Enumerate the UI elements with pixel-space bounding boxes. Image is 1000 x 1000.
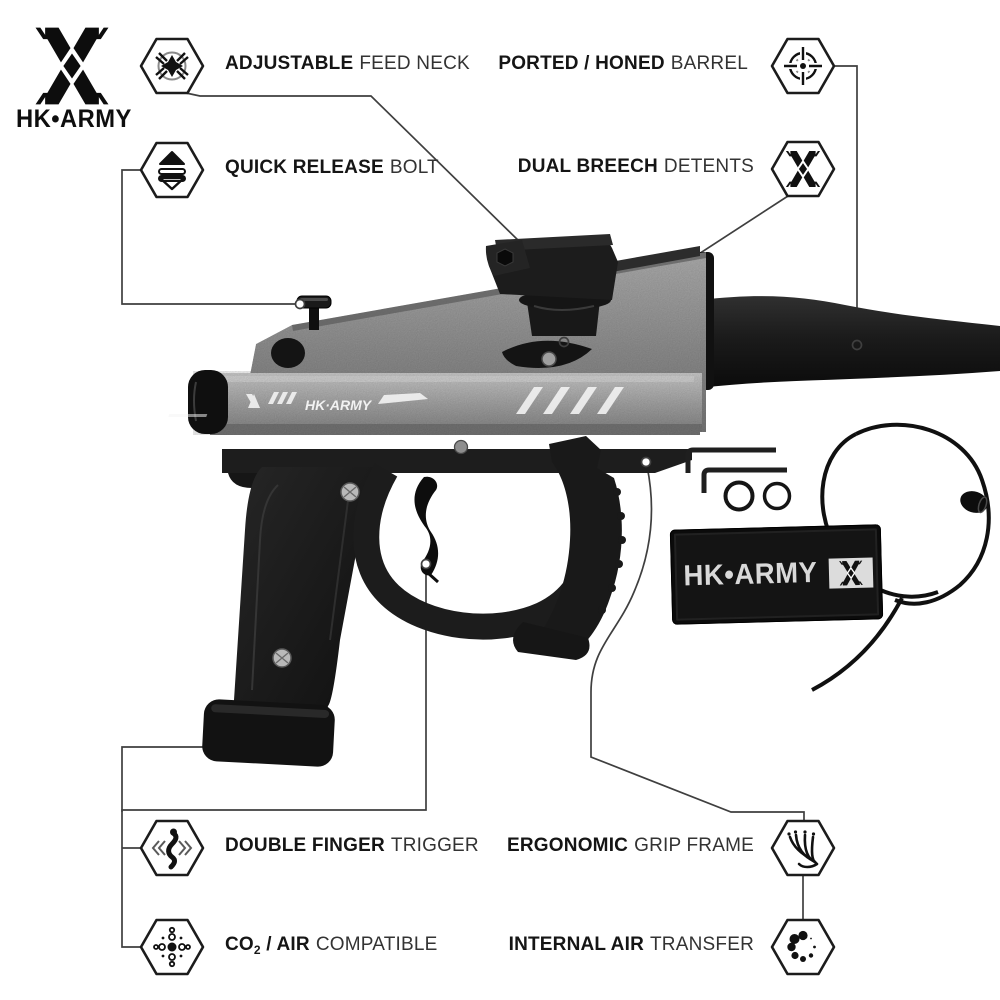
marker-illustration: HK·ARMY bbox=[168, 234, 1000, 767]
callout-bold: DOUBLE FINGER bbox=[225, 835, 385, 856]
hk-x-icon bbox=[770, 140, 836, 198]
quick-release-pin bbox=[296, 295, 332, 330]
barrel-cover-label: HK•ARMY bbox=[682, 556, 818, 593]
grip-hand-icon bbox=[770, 819, 836, 877]
barrel-crosshair-icon bbox=[770, 37, 836, 95]
quick-release-bolt-icon bbox=[139, 141, 205, 199]
trigger-blade bbox=[414, 476, 439, 576]
allen-keys bbox=[685, 447, 787, 493]
callout-regular: COMPATIBLE bbox=[315, 934, 438, 955]
callout-bold: ERGONOMIC bbox=[507, 835, 629, 856]
callout-bold: DUAL BREECH bbox=[517, 156, 658, 177]
barrel bbox=[700, 296, 1000, 388]
air-molecule-icon bbox=[139, 918, 205, 976]
callout-bold: INTERNAL AIR bbox=[508, 934, 644, 955]
callout-regular: DETENTS bbox=[663, 156, 754, 177]
callout-regular: BOLT bbox=[389, 157, 439, 178]
grip-frame bbox=[202, 436, 692, 767]
ported-barrel-line bbox=[834, 65, 858, 340]
callout-bold: / AIR bbox=[260, 934, 310, 955]
callout-label-air: INTERNAL AIR TRANSFER bbox=[509, 934, 754, 956]
barrel-cover: HK•ARMY bbox=[669, 524, 884, 625]
body-graphic-text: HK·ARMY bbox=[305, 397, 373, 413]
air-ports-icon bbox=[770, 918, 836, 976]
brand-logo-icon bbox=[35, 27, 109, 105]
callout-endpoints bbox=[294, 298, 863, 570]
body-graphics bbox=[168, 387, 624, 417]
feed-neck-line bbox=[185, 92, 525, 247]
callout-bold: CO bbox=[225, 934, 254, 955]
callout-regular: BARREL bbox=[670, 53, 748, 74]
brand-logo-text: HK•ARMY bbox=[16, 105, 132, 133]
callout-bold: QUICK RELEASE bbox=[225, 157, 384, 178]
callout-regular: FEED NECK bbox=[359, 53, 470, 74]
tube-end-cap bbox=[188, 370, 228, 434]
feed-neck-clamp-icon bbox=[139, 37, 205, 95]
callout-lines bbox=[121, 65, 858, 948]
co2-line bbox=[121, 746, 214, 812]
feed-neck bbox=[485, 234, 618, 336]
barrel-cover-logo-box bbox=[829, 556, 874, 589]
o-rings bbox=[723, 480, 792, 512]
callout-regular: GRIP FRAME bbox=[634, 835, 754, 856]
ergonomic-grip-line bbox=[590, 465, 805, 821]
callout-bold: PORTED / HONED bbox=[498, 53, 665, 74]
callout-regular: TRANSFER bbox=[650, 934, 754, 955]
double-finger-trigger-icon bbox=[139, 819, 205, 877]
callout-bold: ADJUSTABLE bbox=[225, 53, 354, 74]
quick-release-line bbox=[121, 169, 295, 305]
cord-bead bbox=[960, 491, 988, 514]
grip-screws bbox=[272, 439, 469, 668]
hk-x-icon bbox=[839, 560, 864, 586]
co2-subscript: 2 bbox=[253, 943, 261, 957]
front-sight-nub bbox=[271, 338, 305, 368]
bottomline-cylinder bbox=[202, 699, 335, 767]
callout-regular: TRIGGER bbox=[390, 835, 479, 856]
